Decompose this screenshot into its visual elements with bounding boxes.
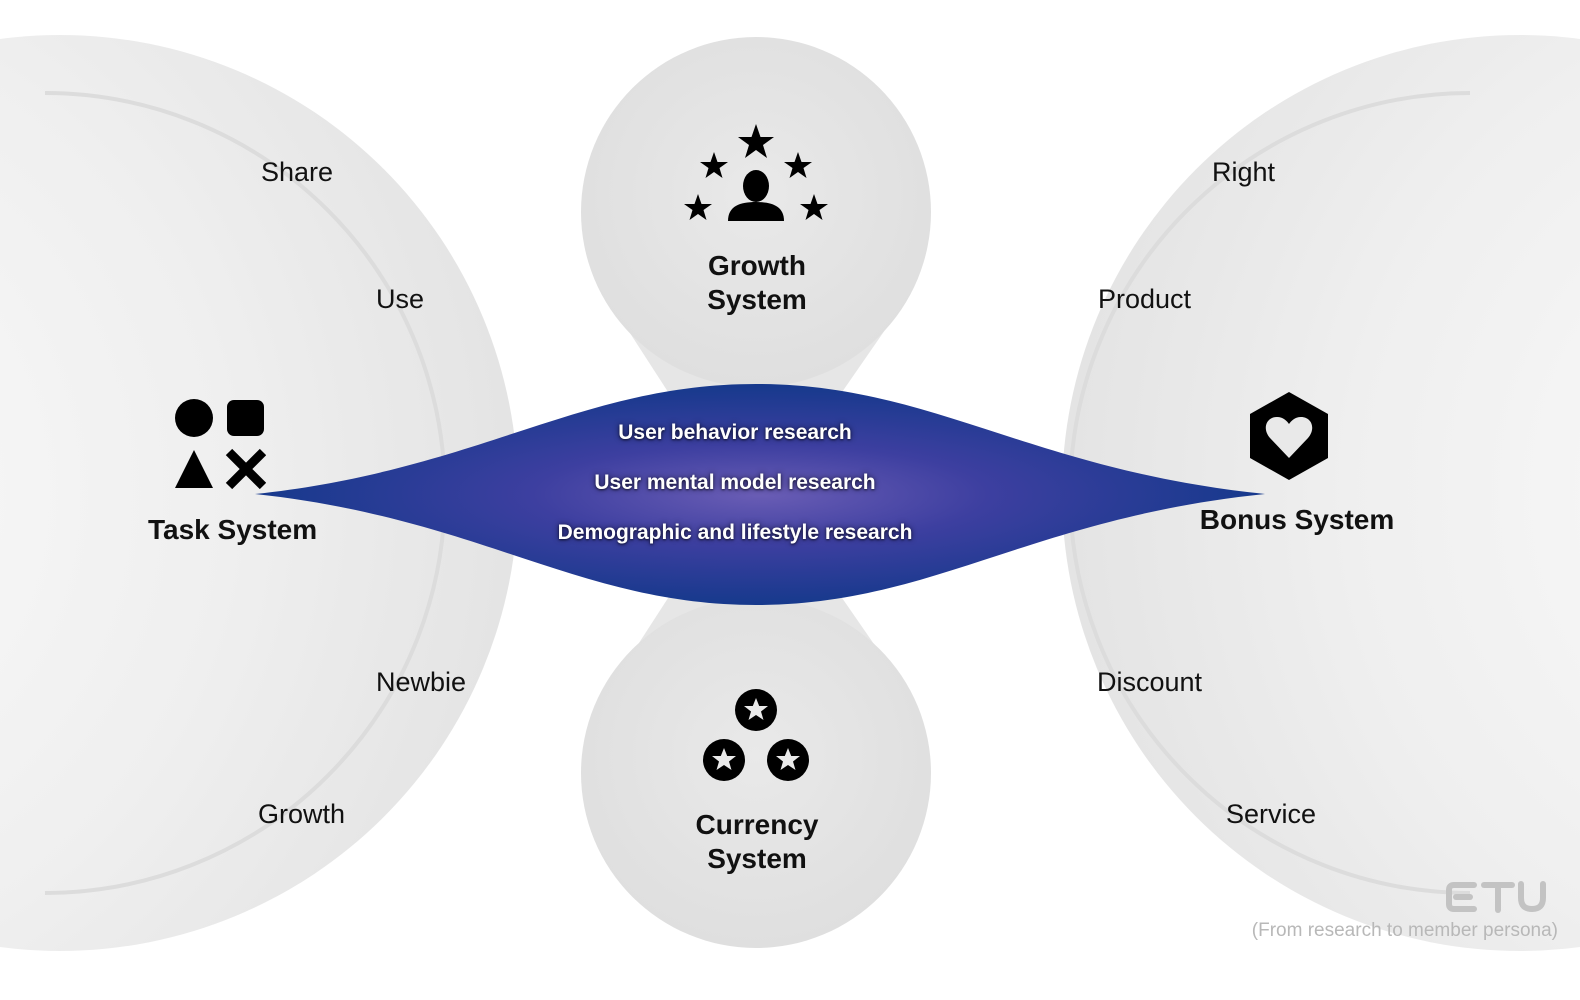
spoke-label: Newbie bbox=[376, 667, 467, 697]
currency-system-title: Currency System bbox=[676, 808, 838, 876]
star-coins-icon bbox=[703, 689, 809, 781]
shapes-icon bbox=[175, 399, 266, 490]
left-system-circle bbox=[0, 35, 518, 951]
growth-system-title: Growth System bbox=[676, 249, 838, 317]
spoke-label: Growth bbox=[258, 799, 346, 829]
person-stars-icon bbox=[684, 124, 828, 221]
bonus-system-title: Bonus System bbox=[1199, 504, 1395, 535]
currency-system-title-line2: System bbox=[707, 843, 807, 874]
research-item: User behavior research bbox=[618, 421, 852, 444]
research-lens bbox=[255, 384, 1265, 605]
etu-logo bbox=[1446, 881, 1546, 913]
spoke-label: Product bbox=[1098, 284, 1192, 314]
subtitle-note: (From research to member persona) bbox=[1251, 920, 1558, 941]
hexagon-heart-icon bbox=[1250, 392, 1328, 480]
growth-system-title-line1: Growth bbox=[708, 250, 806, 281]
right-system-circle bbox=[1062, 35, 1580, 951]
currency-system-circle bbox=[581, 598, 931, 948]
spoke-label: Discount bbox=[1097, 667, 1203, 697]
spoke-label: Right bbox=[1212, 157, 1276, 187]
spoke-label: Service bbox=[1226, 799, 1317, 829]
spoke-label: Share bbox=[261, 157, 334, 187]
growth-system-title-line2: System bbox=[707, 284, 807, 315]
research-item: User mental model research bbox=[594, 471, 876, 494]
spoke-label: Use bbox=[376, 284, 425, 314]
task-system-title: Task System bbox=[148, 514, 318, 545]
currency-system-title-line1: Currency bbox=[695, 809, 819, 840]
research-item: Demographic and lifestyle research bbox=[557, 521, 913, 544]
